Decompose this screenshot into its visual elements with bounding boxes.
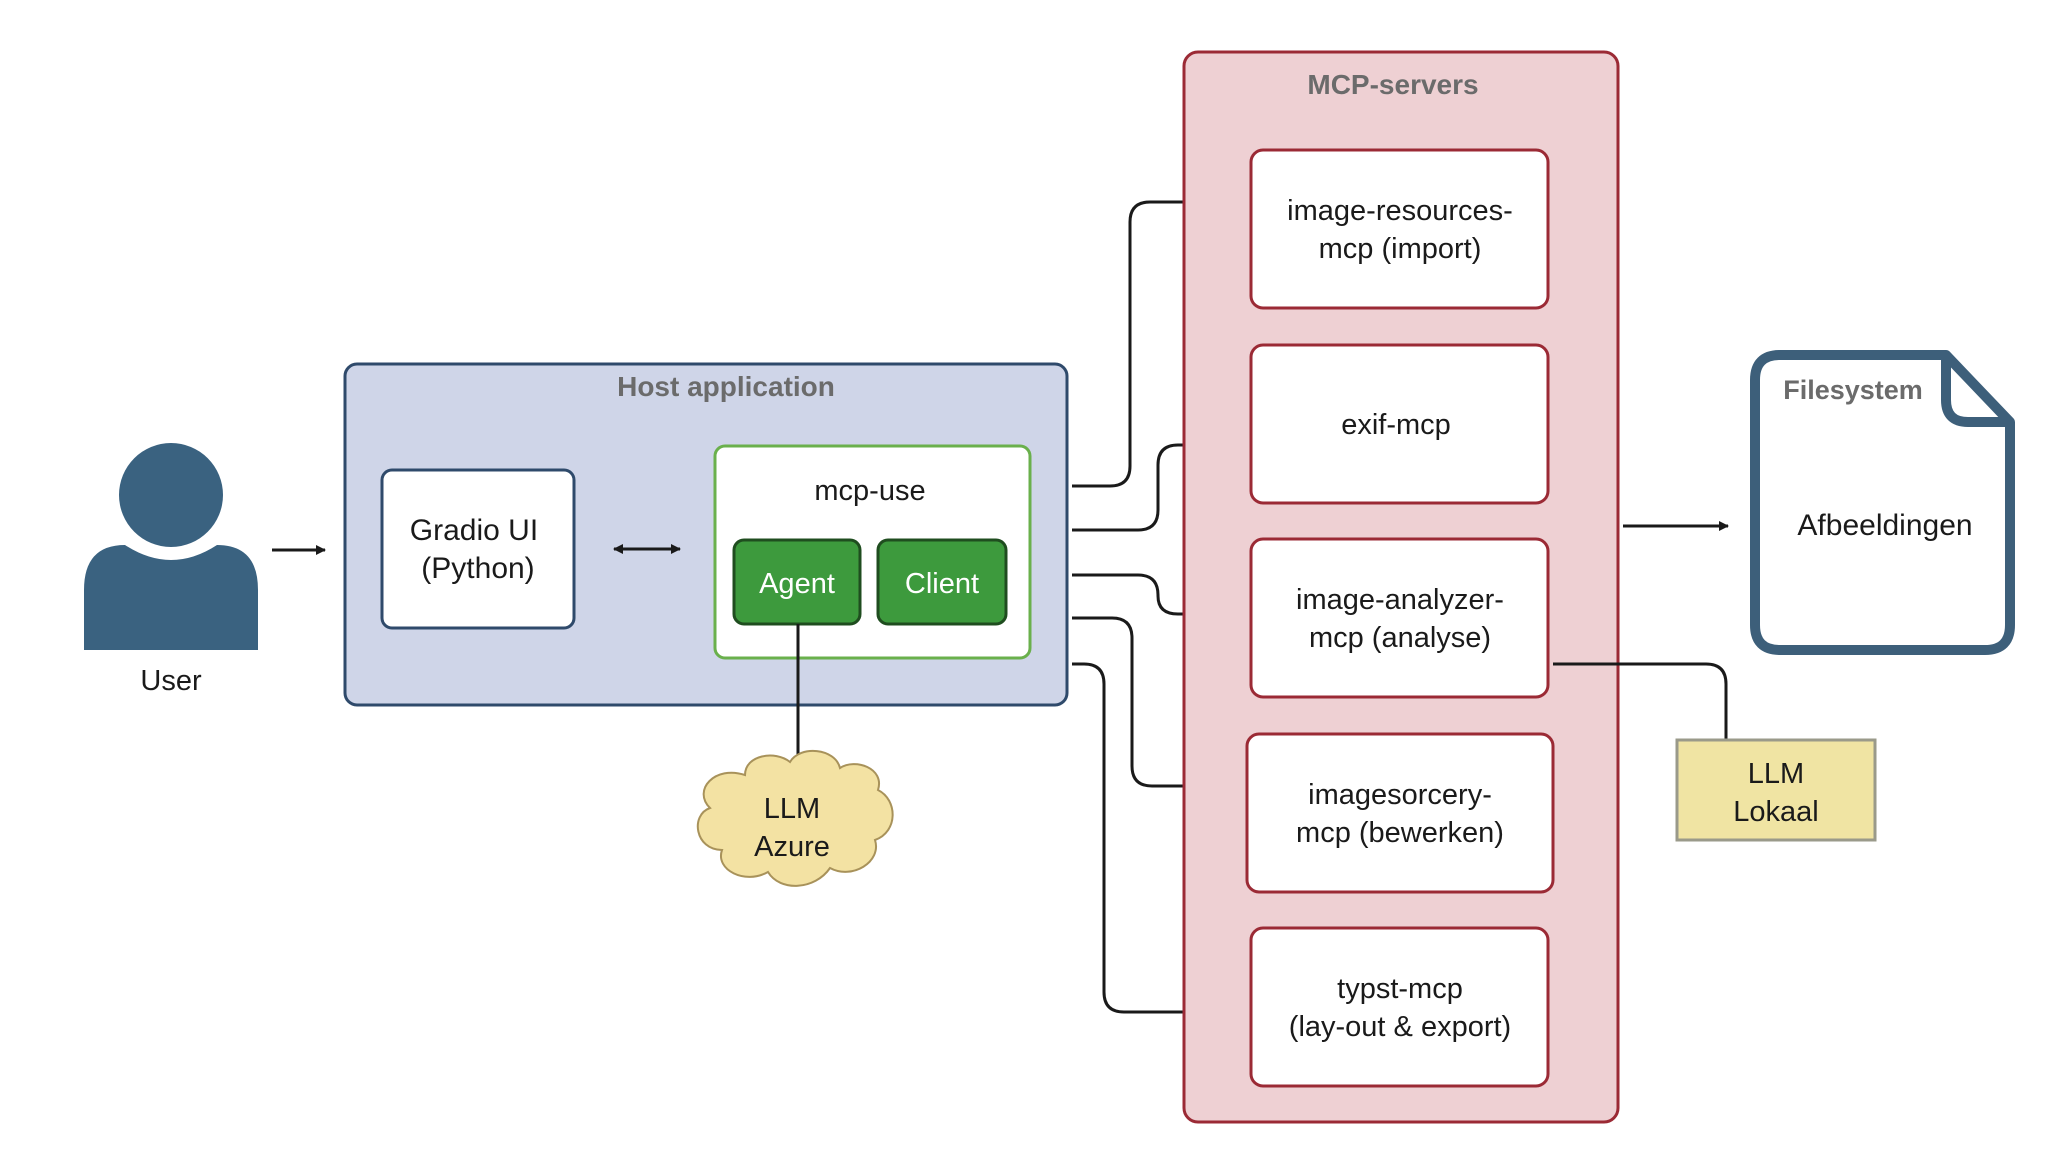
gradio-ui-sublabel: (Python) <box>421 552 534 585</box>
llm-local-label: LLM <box>1748 758 1804 790</box>
server-image-resources-box <box>1249 148 1550 310</box>
connector-analyzer-llm-local <box>1553 662 1728 740</box>
user-label: User <box>140 665 202 697</box>
server-image-analyzer-label: image-analyzer- <box>1296 584 1504 616</box>
server-typst-label: typst-mcp <box>1337 973 1463 1005</box>
llm-local-box <box>1675 738 1877 842</box>
server-imagesorcery-sublabel: mcp (bewerken) <box>1296 817 1504 849</box>
filesystem-title: Filesystem <box>1783 375 1923 405</box>
host-to-servers-connectors <box>1072 197 1209 1017</box>
llm-azure-label: LLM <box>764 793 820 825</box>
connector-to-typst <box>1072 662 1209 1017</box>
filesystem-label: Afbeeldingen <box>1797 509 1972 542</box>
user-icon <box>84 443 258 650</box>
client-box <box>876 538 1008 626</box>
mcp-servers-title: MCP-servers <box>1307 69 1478 100</box>
llm-local-sublabel: Lokaal <box>1733 796 1818 828</box>
mcp-use-title: mcp-use <box>814 475 925 507</box>
server-imagesorcery-box <box>1245 732 1555 894</box>
llm-azure-cloud-icon <box>696 749 894 887</box>
filesystem-page-fold <box>1941 355 2010 427</box>
gradio-ui-label: Gradio UI <box>410 514 538 547</box>
server-image-analyzer-sublabel: mcp (analyse) <box>1309 622 1491 654</box>
filesystem-document-icon <box>1750 350 2015 655</box>
server-image-analyzer-box <box>1249 537 1550 699</box>
server-typst-sublabel: (lay-out & export) <box>1289 1011 1511 1043</box>
connector-to-imagesorcery <box>1072 616 1209 791</box>
server-image-resources-sublabel: mcp (import) <box>1319 233 1482 265</box>
agent-label: Agent <box>759 568 835 600</box>
llm-azure-sublabel: Azure <box>754 831 830 863</box>
connector-to-image-analyzer <box>1072 573 1209 619</box>
server-imagesorcery-label: imagesorcery- <box>1308 779 1492 811</box>
server-exif-box <box>1249 343 1550 505</box>
connector-to-exif <box>1072 440 1209 532</box>
connector-to-image-resources <box>1072 197 1209 488</box>
server-exif-label: exif-mcp <box>1341 409 1451 441</box>
server-image-resources-label: image-resources- <box>1287 195 1513 227</box>
gradio-ui-box <box>380 468 576 630</box>
server-typst-box <box>1249 926 1550 1088</box>
client-label: Client <box>905 568 979 600</box>
host-application-title: Host application <box>617 371 835 402</box>
